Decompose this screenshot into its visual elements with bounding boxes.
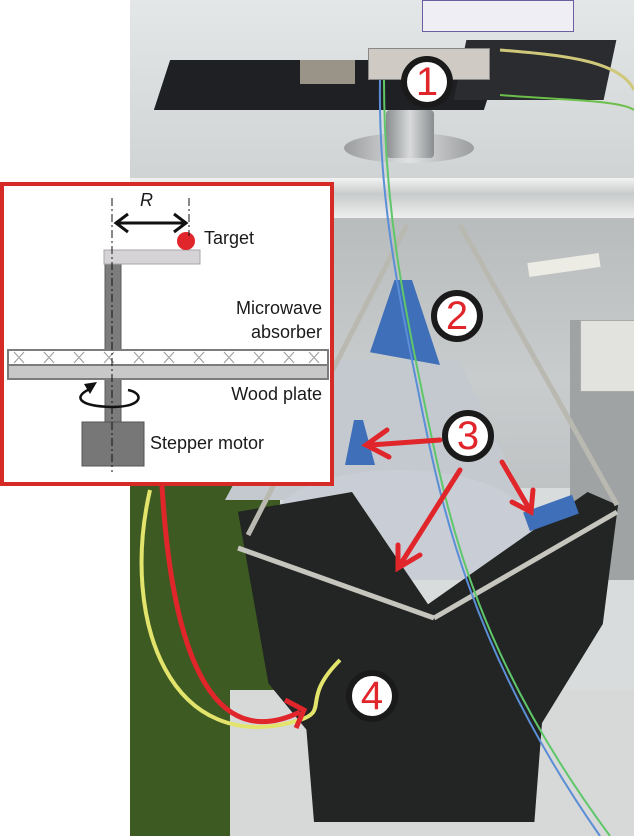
stepper-motor <box>81 421 145 467</box>
schematic-inset: R Target Microwave absorber Wood plate S… <box>0 182 334 486</box>
absorber-label-line1: Microwave <box>235 298 322 318</box>
callout-4-badge: 4 <box>346 670 398 722</box>
absorber-hatch <box>13 351 320 364</box>
callout-1-number: 1 <box>415 60 439 104</box>
target-dot <box>177 232 195 250</box>
rf-module <box>300 60 355 84</box>
callout-1-badge: 1 <box>401 56 453 108</box>
callout-2-badge: 2 <box>431 290 483 342</box>
target-arm <box>103 249 201 265</box>
callout-4-number: 4 <box>360 674 384 718</box>
callout-2-number: 2 <box>445 294 469 338</box>
mount-cylinder <box>386 110 434 158</box>
crt-monitor <box>580 320 634 392</box>
double-arrow-icon <box>113 212 189 234</box>
stepper-motor-label: Stepper motor <box>150 433 265 453</box>
rotation-shaft <box>104 257 122 429</box>
target-label: Target <box>204 228 255 248</box>
wood-plate-label: Wood plate <box>231 384 322 404</box>
radius-label: R <box>140 190 153 210</box>
absorber-label-line2: absorber <box>250 322 322 342</box>
schematic-drawing <box>7 198 329 472</box>
callout-3-number: 3 <box>456 414 480 458</box>
microwave-absorber-layer <box>7 349 329 366</box>
wood-plate <box>7 364 329 380</box>
rotation-arrow-icon <box>79 382 140 409</box>
wall-poster <box>422 0 574 32</box>
callout-3-badge: 3 <box>442 410 494 462</box>
